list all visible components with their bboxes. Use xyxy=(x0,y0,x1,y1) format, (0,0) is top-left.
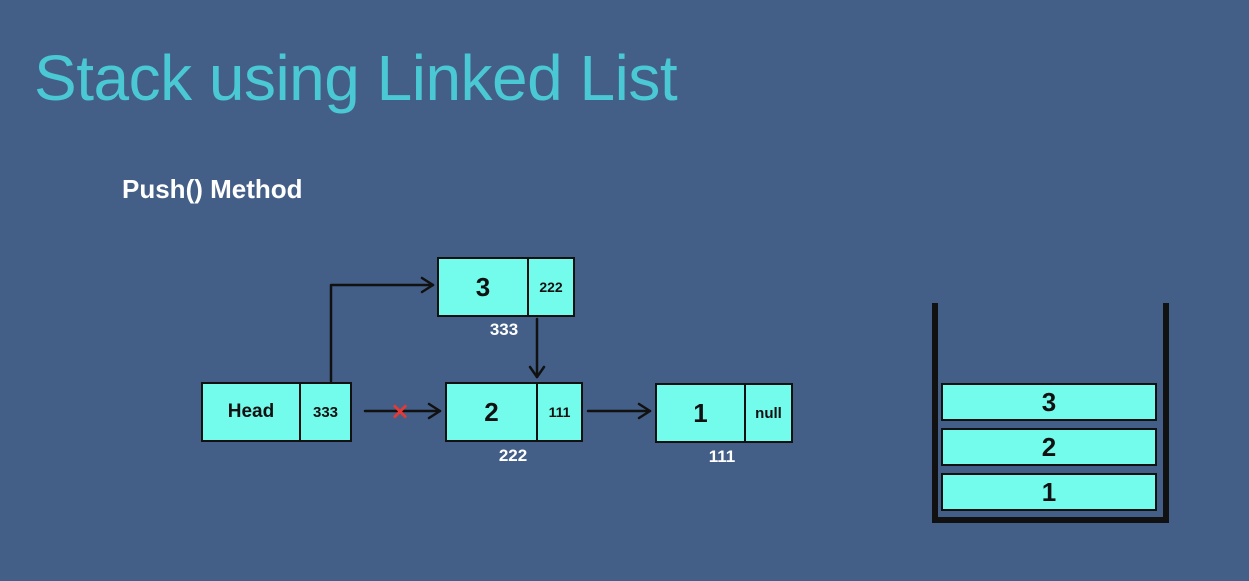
node-2-next-pointer: 111 xyxy=(536,384,581,440)
node-1-next-pointer: null xyxy=(744,385,791,441)
head-to-node-3-arrow xyxy=(329,283,435,383)
head-label: Head xyxy=(227,401,275,422)
stack-item-top: 3 xyxy=(941,383,1157,421)
node-3-to-node-2-arrowhead xyxy=(528,365,546,379)
stack-item-bottom: 1 xyxy=(941,473,1157,511)
slide-title: Stack using Linked List xyxy=(34,42,678,114)
node-1-value: 1 xyxy=(693,397,708,428)
node-1-address: 111 xyxy=(708,447,736,466)
node-3-address: 333 xyxy=(489,320,519,339)
node-2: 2 111 xyxy=(445,382,583,442)
node-2-value: 2 xyxy=(484,396,499,427)
stack-container xyxy=(932,303,1169,523)
head-to-node-2-removed-arrowhead xyxy=(427,402,442,420)
node-2-to-node-1-arrowhead xyxy=(637,402,652,420)
head-pointer: 333 xyxy=(299,384,350,440)
node-3-value: 3 xyxy=(475,271,491,302)
stack-item-middle: 2 xyxy=(941,428,1157,466)
head-to-node-3-arrowhead xyxy=(420,276,435,294)
push-method-subtitle: Push() Method xyxy=(122,174,303,204)
node-2-address: 222 xyxy=(498,446,528,465)
removed-link-marker: × xyxy=(390,397,410,425)
node-3-next-pointer: 222 xyxy=(527,259,573,315)
node-1: 1 null xyxy=(655,383,793,443)
node-3: 3 222 xyxy=(437,257,575,317)
head-node: Head 333 xyxy=(201,382,352,442)
